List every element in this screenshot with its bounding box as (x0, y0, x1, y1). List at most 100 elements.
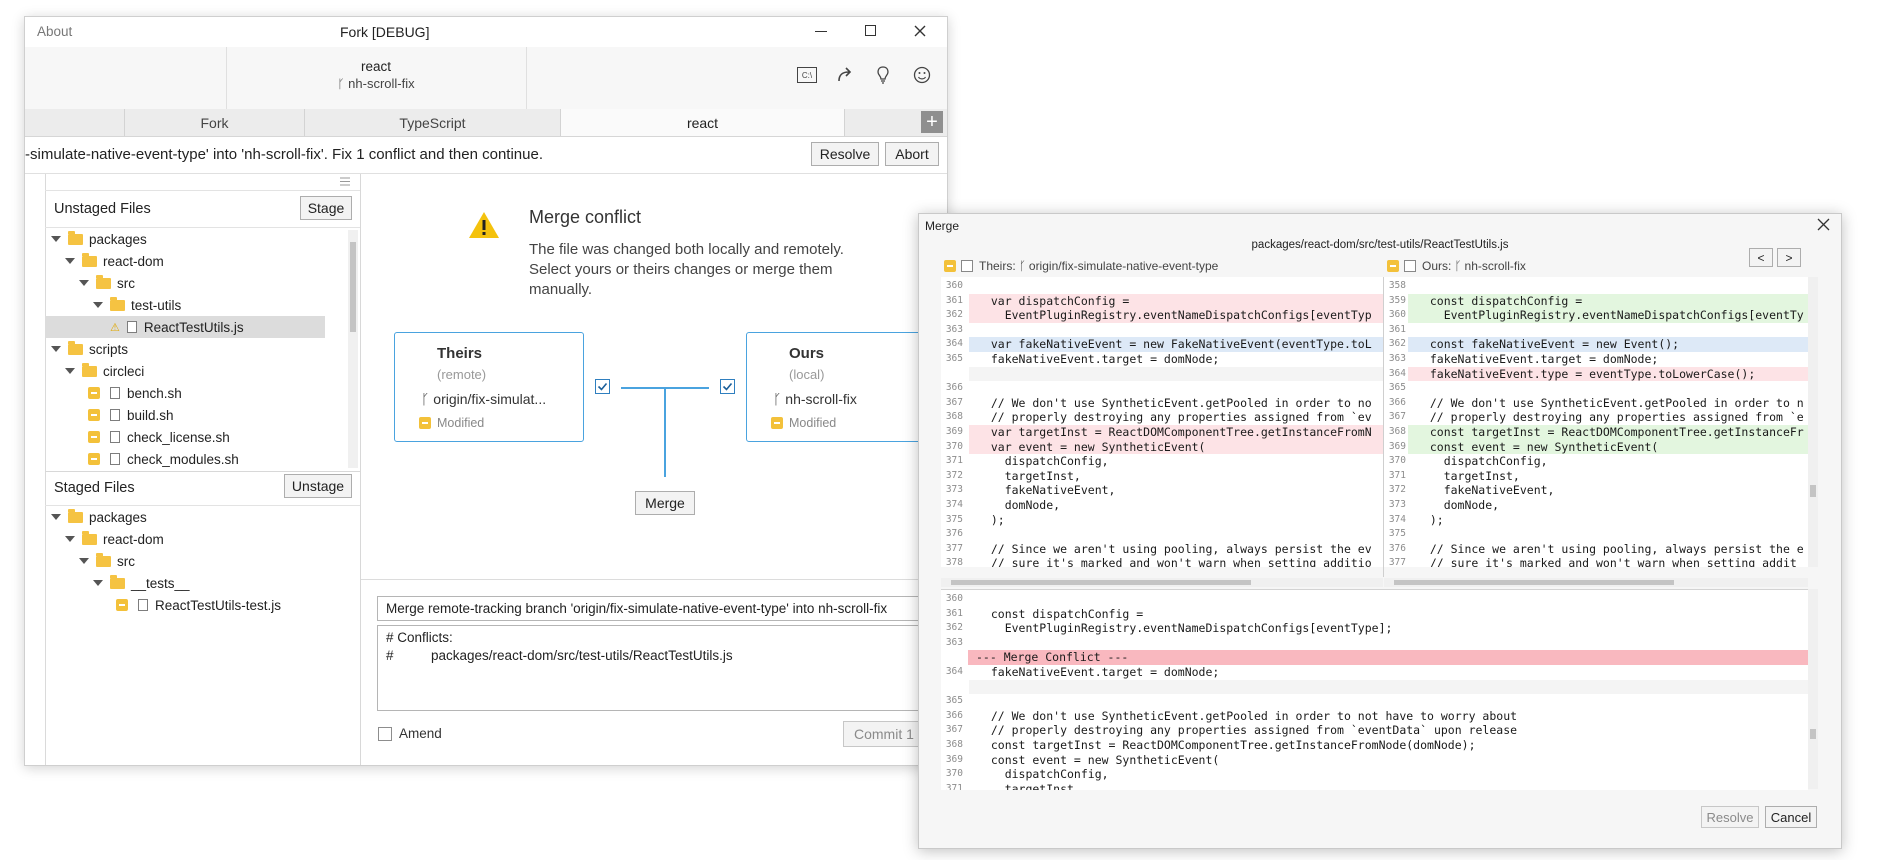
ours-checkbox[interactable] (720, 379, 735, 394)
scrollbar-thumb[interactable] (1810, 729, 1816, 739)
tree-file[interactable]: build.sh (88, 404, 368, 426)
expand-arrow-icon[interactable] (51, 514, 61, 520)
code-line[interactable]: 362 EventPluginRegistry.eventNameDispatc… (941, 308, 1383, 323)
code-line[interactable]: 365 (1384, 381, 1808, 396)
code-line[interactable]: 378 // sure it's marked and won't warn w… (941, 556, 1383, 567)
unstaged-scrollbar[interactable] (348, 230, 358, 468)
dialog-resolve-button[interactable]: Resolve (1701, 806, 1759, 828)
expand-arrow-icon[interactable] (65, 536, 75, 542)
code-line[interactable]: 376 (941, 527, 1383, 542)
theirs-checkbox[interactable] (595, 379, 610, 394)
pane-divider[interactable] (1383, 277, 1384, 577)
about-menu[interactable]: About (37, 24, 73, 39)
ours-select-all-checkbox[interactable] (1404, 260, 1416, 272)
amend-checkbox[interactable] (378, 727, 392, 741)
code-line[interactable]: 374 ); (1384, 513, 1808, 528)
ours-horizontal-scrollbar[interactable] (1384, 578, 1808, 587)
repo-selector[interactable]: react ᚴ nh-scroll-fix (226, 47, 527, 109)
maximize-icon[interactable] (865, 25, 876, 36)
code-line[interactable]: 366 // We don't use SyntheticEvent.getPo… (1384, 396, 1808, 411)
code-line[interactable]: 361 (1384, 323, 1808, 338)
code-line[interactable]: 369 var targetInst = ReactDOMComponentTr… (941, 425, 1383, 440)
tree-file[interactable]: check_modules.sh (88, 448, 368, 470)
code-line[interactable]: 373 domNode, (1384, 498, 1808, 513)
code-line[interactable]: 374 domNode, (941, 498, 1383, 513)
scrollbar-thumb[interactable] (1810, 485, 1816, 497)
code-line[interactable]: 363 (941, 636, 1808, 651)
code-line[interactable]: 368 const targetInst = ReactDOMComponent… (1384, 425, 1808, 440)
code-line[interactable]: 371 targetInst, (1384, 469, 1808, 484)
code-line[interactable]: 358 (1384, 279, 1808, 294)
tree-folder[interactable]: src (79, 272, 359, 294)
stage-button[interactable]: Stage (300, 196, 352, 220)
code-line[interactable]: 367 // properly destroying any propertie… (1384, 410, 1808, 425)
code-line[interactable]: 377 // Since we aren't using pooling, al… (941, 542, 1383, 557)
code-line[interactable]: 370 dispatchConfig, (1384, 454, 1808, 469)
code-line[interactable]: 375 (1384, 527, 1808, 542)
code-line[interactable]: 367 // We don't use SyntheticEvent.getPo… (941, 396, 1383, 411)
code-line[interactable]: 366 (941, 381, 1383, 396)
tree-folder[interactable]: src (79, 550, 359, 572)
code-line[interactable]: 363 fakeNativeEvent.target = domNode; (1384, 352, 1808, 367)
code-line[interactable]: 368 // properly destroying any propertie… (941, 410, 1383, 425)
code-line[interactable]: 370 var event = new SyntheticEvent( (941, 439, 1383, 455)
code-line[interactable]: 360 EventPluginRegistry.eventNameDispatc… (1384, 308, 1808, 323)
code-line[interactable]: 365 fakeNativeEvent.target = domNode; (941, 352, 1383, 367)
unstage-button[interactable]: Unstage (284, 474, 352, 498)
expand-arrow-icon[interactable] (93, 580, 103, 586)
list-options-icon[interactable] (340, 177, 350, 186)
share-icon[interactable] (836, 66, 854, 84)
dialog-cancel-button[interactable]: Cancel (1765, 806, 1817, 828)
tree-file[interactable]: check_license.sh (88, 426, 368, 448)
next-conflict-button[interactable]: > (1777, 248, 1801, 267)
expand-arrow-icon[interactable] (51, 346, 61, 352)
code-line[interactable]: 377 // sure it's marked and won't warn w… (1384, 556, 1808, 567)
tab-typescript[interactable]: TypeScript (305, 109, 561, 136)
expand-arrow-icon[interactable] (79, 558, 89, 564)
tree-file-selected[interactable]: ⚠ ReactTestUtils.js (45, 316, 325, 338)
close-icon[interactable] (914, 25, 926, 37)
smiley-icon[interactable] (913, 66, 931, 84)
result-vertical-scrollbar[interactable] (1808, 589, 1818, 789)
code-line[interactable]: --- Merge Conflict --- (941, 650, 1808, 665)
code-line[interactable]: 360 (941, 592, 1808, 607)
expand-arrow-icon[interactable] (51, 236, 61, 242)
code-line[interactable]: 369 const event = new SyntheticEvent( (941, 753, 1808, 768)
code-line[interactable]: 369 const event = new SyntheticEvent( (1384, 439, 1808, 455)
tree-folder[interactable]: packages (51, 228, 331, 250)
expand-arrow-icon[interactable] (65, 368, 75, 374)
code-line[interactable]: 366 // We don't use SyntheticEvent.getPo… (941, 709, 1808, 724)
expand-arrow-icon[interactable] (65, 258, 75, 264)
tree-folder[interactable]: __tests__ (93, 572, 373, 594)
scrollbar-thumb[interactable] (350, 242, 356, 332)
code-line[interactable]: 375 ); (941, 513, 1383, 528)
abort-button[interactable]: Abort (885, 142, 939, 166)
tree-folder[interactable]: react-dom (65, 250, 345, 272)
add-tab-icon[interactable]: + (921, 111, 943, 133)
code-line[interactable]: 373 fakeNativeEvent, (941, 483, 1383, 498)
tab-fork[interactable]: Fork (125, 109, 305, 136)
lightbulb-icon[interactable] (876, 65, 890, 85)
code-line[interactable]: 371 dispatchConfig, (941, 454, 1383, 469)
code-line[interactable]: 372 fakeNativeEvent, (1384, 483, 1808, 498)
code-line[interactable]: 362 const fakeNativeEvent = new Event(); (1384, 337, 1808, 352)
commit-description-input[interactable]: # Conflicts:# packages/react-dom/src/tes… (377, 625, 947, 711)
code-line[interactable]: 364 fakeNativeEvent.target = domNode; (941, 665, 1808, 680)
tree-folder[interactable]: circleci (65, 360, 345, 382)
tree-folder[interactable]: test-utils (93, 294, 373, 316)
code-line[interactable]: 363 (941, 323, 1383, 338)
tree-folder[interactable]: packages (51, 506, 331, 528)
tab-react[interactable]: react (561, 109, 845, 136)
scrollbar-thumb[interactable] (1394, 580, 1674, 585)
expand-arrow-icon[interactable] (79, 280, 89, 286)
code-line[interactable]: 368 const targetInst = ReactDOMComponent… (941, 738, 1808, 753)
code-line[interactable]: 372 targetInst, (941, 469, 1383, 484)
code-line[interactable]: 360 (941, 279, 1383, 294)
code-line[interactable]: 370 dispatchConfig, (941, 767, 1808, 782)
code-line[interactable]: 361 var dispatchConfig = (941, 293, 1383, 309)
minimize-icon[interactable] (815, 31, 827, 32)
code-line[interactable]: 367 // properly destroying any propertie… (941, 723, 1808, 738)
code-line[interactable]: 364 var fakeNativeEvent = new FakeNative… (941, 337, 1383, 352)
theirs-card[interactable]: Theirs (remote) ᚴ origin/fix-simulat... … (394, 332, 584, 442)
